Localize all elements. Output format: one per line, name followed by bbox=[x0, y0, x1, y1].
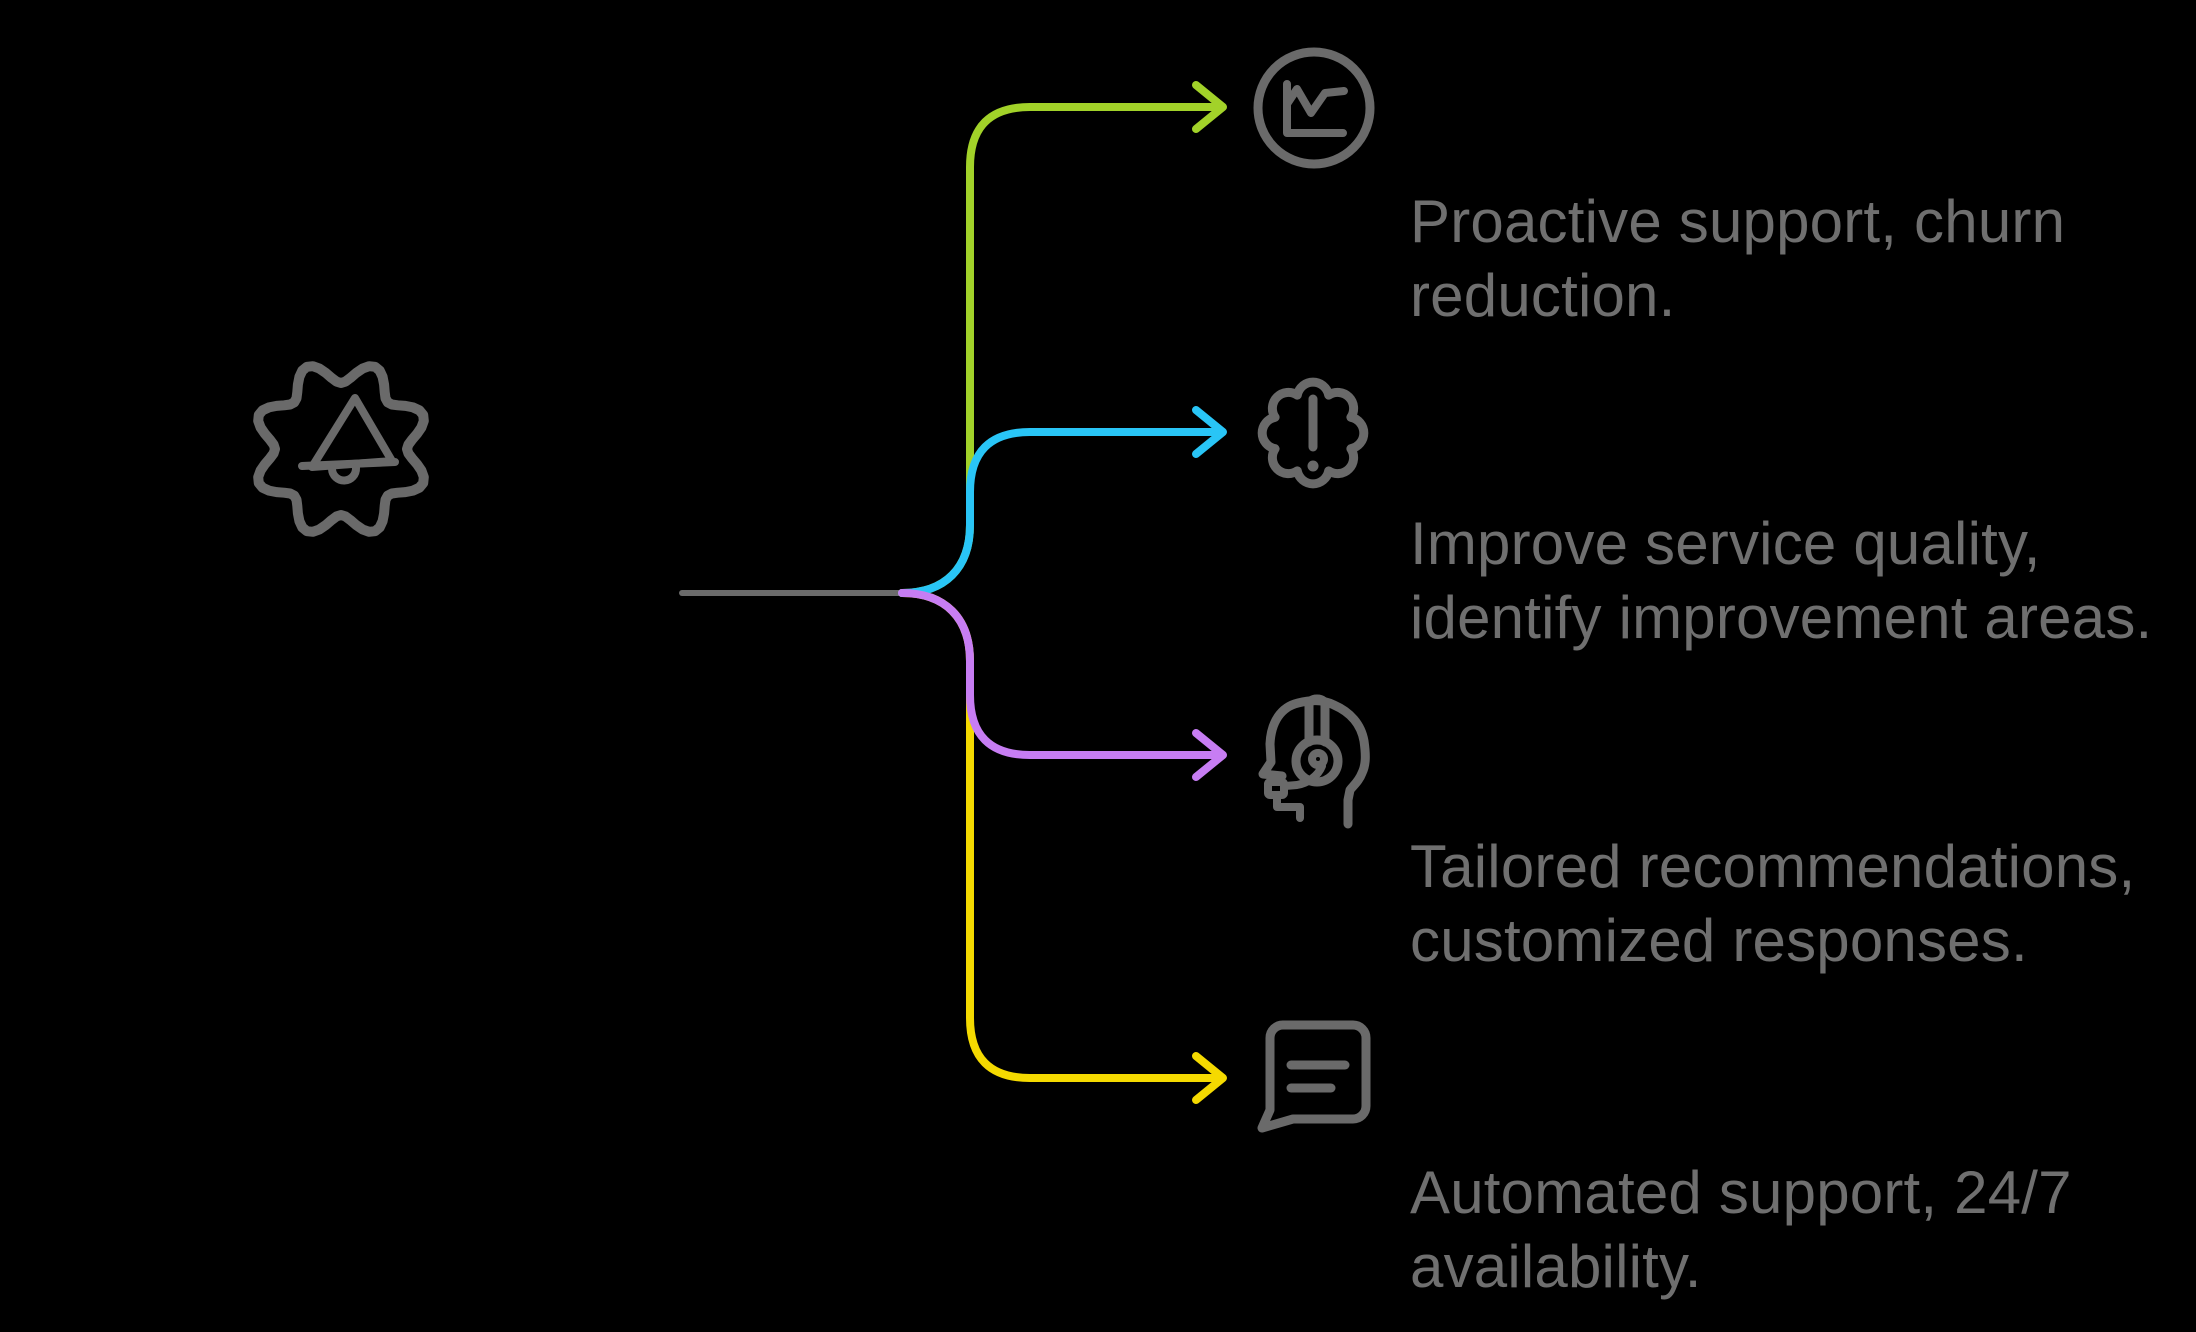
label-line: Tailored recommendations, bbox=[1410, 833, 2136, 900]
arrowhead-green-icon bbox=[1192, 81, 1227, 133]
megaphone-icon bbox=[298, 394, 399, 485]
branch-line-cyan bbox=[898, 406, 1227, 597]
label-line: identify improvement areas. bbox=[1410, 584, 2153, 651]
line-chart-icon bbox=[1253, 47, 1375, 169]
label-line: Proactive support, churn bbox=[1410, 188, 2066, 255]
arrowhead-purple-icon bbox=[1192, 729, 1227, 781]
headset-support-icon bbox=[1258, 694, 1370, 829]
arrowhead-yellow-icon bbox=[1192, 1052, 1227, 1104]
branch-label-proactive-support: Proactive support, churn reduction. bbox=[1410, 185, 2190, 333]
chat-message-icon bbox=[1257, 1020, 1371, 1133]
megaphone-gear-icon bbox=[253, 361, 429, 537]
branch-label-automation: Automated support, 24/7 availability. bbox=[1410, 1156, 2190, 1304]
branch-label-service-quality: Improve service quality, identify improv… bbox=[1410, 507, 2190, 655]
branch-line-green bbox=[898, 81, 1227, 597]
arrowhead-cyan-icon bbox=[1192, 406, 1227, 458]
label-line: reduction. bbox=[1410, 262, 1676, 329]
branch-label-personalization: Tailored recommendations, customized res… bbox=[1410, 830, 2190, 978]
label-line: Improve service quality, bbox=[1410, 510, 2041, 577]
label-line: customized responses. bbox=[1410, 907, 2028, 974]
branch-line-purple bbox=[898, 589, 1227, 781]
branch-line-yellow bbox=[898, 589, 1227, 1104]
label-line: Automated support, 24/7 bbox=[1410, 1159, 2072, 1226]
gear-outline bbox=[253, 361, 429, 537]
label-line: availability. bbox=[1410, 1233, 1702, 1300]
exclamation-badge-icon bbox=[1257, 377, 1369, 489]
